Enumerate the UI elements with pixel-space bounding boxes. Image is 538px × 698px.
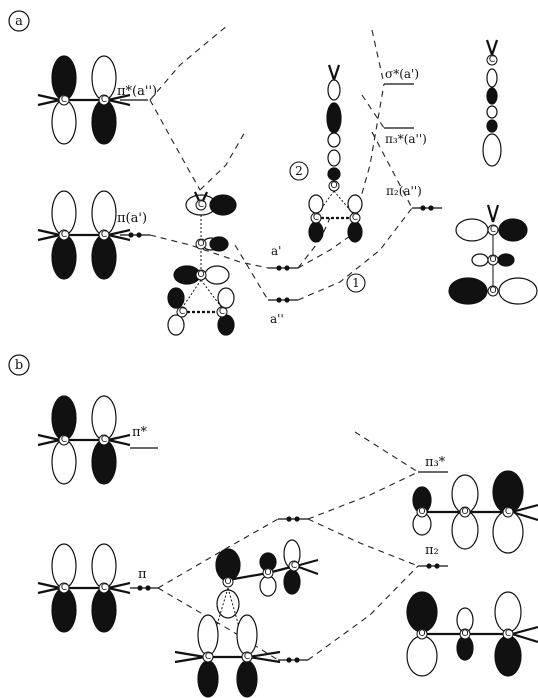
svg-text:C: C (244, 652, 250, 662)
svg-text:C: C (101, 230, 107, 240)
product-orbital-b-pi3-star: O O C (412, 470, 538, 554)
svg-text:O: O (197, 270, 204, 280)
complex-orbital-b-center: O O C C C (174, 539, 319, 698)
correlation-lines-a (149, 24, 413, 301)
svg-text:C: C (101, 95, 107, 105)
level-label-a-dblprime: a'' (270, 312, 284, 326)
svg-text:C: C (61, 583, 67, 593)
svg-text:O: O (264, 568, 271, 578)
pathway-label-2: 2 (295, 164, 303, 178)
svg-text:C: C (352, 213, 358, 223)
panel-a-label-circle (8, 10, 30, 32)
svg-text:C: C (198, 200, 204, 210)
ethylene-pi-orbital-b: C C (37, 543, 131, 633)
svg-text:C: C (61, 435, 67, 445)
level-label-pi2-b: π₂ (425, 543, 439, 558)
svg-text:C: C (179, 307, 185, 317)
level-label-a-prime: a' (271, 244, 281, 258)
ethylene-pi-orbital-a: C C (37, 190, 131, 280)
level-label-sigma-star-a: σ*(a') (385, 67, 419, 81)
svg-text:O: O (224, 577, 231, 587)
product-orbital-a-sigma: C (482, 39, 502, 167)
level-label-pi-star-a: π*(a'') (117, 84, 157, 99)
svg-text:C: C (505, 507, 511, 517)
svg-text:C: C (101, 583, 107, 593)
svg-text:C: C (61, 230, 67, 240)
level-label-pi-b: π (138, 567, 147, 582)
svg-text:O: O (330, 181, 337, 191)
svg-text:C: C (219, 307, 225, 317)
svg-text:C: C (205, 652, 211, 662)
product-orbital-a-pi2: C O O (448, 204, 538, 305)
svg-text:O: O (418, 629, 425, 639)
correlation-lines-b (157, 431, 419, 661)
svg-text:O: O (461, 629, 468, 639)
svg-text:O: O (489, 286, 496, 296)
ethylene-pi-star-orbital-a: C C (37, 55, 131, 145)
complex-orbital-a-center: C O O C C (167, 191, 237, 336)
level-label-pi3-star-a: π₃*(a'') (385, 132, 427, 146)
ethylene-pi-star-orbital-b: C C (37, 395, 131, 485)
svg-text:O: O (489, 255, 496, 265)
svg-text:O: O (461, 507, 468, 517)
panel-b-label-circle (8, 354, 30, 376)
svg-text:C: C (61, 95, 67, 105)
level-label-pi3-star-b: π₃* (425, 455, 446, 470)
pathway-label-1: 1 (352, 276, 360, 290)
svg-text:C: C (313, 213, 319, 223)
svg-text:O: O (197, 239, 204, 249)
svg-text:C: C (489, 55, 495, 65)
panel-a: a C C (8, 10, 538, 336)
panel-b-label: b (15, 358, 23, 373)
level-label-pi-star-b: π* (132, 425, 148, 440)
level-label-pi-a: π(a') (117, 211, 147, 226)
panel-a-label: a (15, 14, 23, 29)
product-orbital-b-pi2: O O C (406, 591, 538, 677)
svg-text:C: C (490, 225, 496, 235)
panel-b: b C C (8, 354, 538, 698)
svg-text:O: O (418, 507, 425, 517)
svg-text:C: C (291, 561, 297, 571)
level-label-pi2-a: π₂(a'') (386, 184, 422, 198)
svg-text:C: C (101, 435, 107, 445)
complex-orbital-a-pathway2: O C C (308, 64, 363, 243)
svg-text:C: C (505, 629, 511, 639)
